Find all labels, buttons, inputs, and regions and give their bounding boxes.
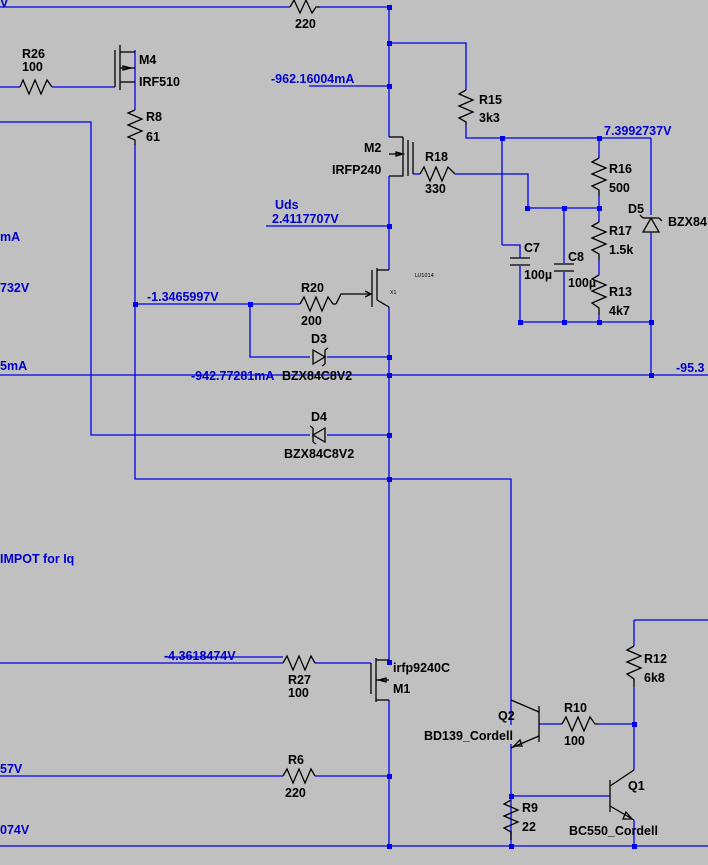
c7-ref: C7: [524, 241, 540, 255]
r26-ref: R26: [22, 47, 45, 61]
capacitor-c7[interactable]: C7 100µ: [510, 241, 552, 282]
ic-x1[interactable]: LU1014 X1: [335, 268, 434, 308]
x1-part: LU1014: [415, 273, 434, 279]
r26-value: 100: [22, 60, 43, 74]
r17-ref: R17: [609, 224, 632, 238]
top-right-voltage-label: 7.3992737V: [604, 124, 672, 138]
r18-value: 330: [425, 182, 446, 196]
resistor-r15[interactable]: R15 3k3: [457, 89, 502, 125]
r16-ref: R16: [609, 162, 632, 176]
r20-value: 200: [301, 314, 322, 328]
r-top-value: 220: [295, 17, 316, 31]
resistor-r17[interactable]: R17 1.5k: [590, 221, 633, 260]
c8-value: 100µ: [568, 276, 596, 290]
r10-value: 100: [564, 734, 585, 748]
zener-d4[interactable]: D4 BZX84C8V2: [284, 410, 354, 461]
transistor-q2[interactable]: Q2 BD139_Cordell: [424, 699, 540, 749]
d3-current-label: -942.77281mA: [191, 369, 274, 383]
transistor-q1[interactable]: Q1 BC550_Cordell: [569, 769, 658, 838]
edge-left-label-3: 5mA: [0, 359, 27, 373]
d3-ref: D3: [311, 332, 327, 346]
r10-ref: R10: [564, 701, 587, 715]
resistor-r27[interactable]: R27 100: [282, 654, 316, 700]
m4-ref: M4: [139, 53, 156, 67]
d5-ref: D5: [628, 202, 644, 216]
r13-ref: R13: [609, 285, 632, 299]
resistor-r6[interactable]: R6 220: [282, 753, 316, 800]
r12-ref: R12: [644, 652, 667, 666]
zener-d5[interactable]: D5 BZX84: [628, 202, 707, 233]
m1-ref: M1: [393, 682, 410, 696]
m2-ref: M2: [364, 141, 381, 155]
mosfet-m2[interactable]: M2 IRFP240: [332, 136, 414, 177]
r27-ref: R27: [288, 673, 311, 687]
junction-dots: [133, 5, 654, 849]
mosfet-m4[interactable]: M4 IRF510: [114, 45, 180, 90]
r27-value: 100: [288, 686, 309, 700]
q2-ref: Q2: [498, 709, 515, 723]
q1-ref: Q1: [628, 779, 645, 793]
d3-model: BZX84C8V2: [282, 369, 352, 383]
r6-value: 220: [285, 786, 306, 800]
d4-model: BZX84C8V2: [284, 447, 354, 461]
r15-ref: R15: [479, 93, 502, 107]
uds-label: Uds: [275, 198, 299, 212]
resistor-r13[interactable]: R13 4k7: [590, 274, 632, 318]
resistor-r12[interactable]: R12 6k8: [625, 645, 667, 687]
zener-d3[interactable]: D3 BZX84C8V2: [282, 332, 352, 383]
resistor-r-top[interactable]: 220: [289, 0, 320, 31]
r15-value: 3k3: [479, 111, 500, 125]
edge-left-label-5: 074V: [0, 823, 30, 837]
r17-value: 1.5k: [609, 243, 633, 257]
capacitor-c8[interactable]: C8 100µ: [554, 250, 596, 290]
c8-ref: C8: [568, 250, 584, 264]
net-labels: V -962.16004mA 7.3992737V Uds 2.4117707V…: [0, 0, 705, 837]
right-edge-voltage-label: -95.3: [676, 361, 705, 375]
resistor-r26[interactable]: R26 100: [19, 47, 53, 96]
wires: [0, 6, 708, 847]
c7-value: 100µ: [524, 268, 552, 282]
edge-left-label-1: mA: [0, 230, 20, 244]
q2-model: BD139_Cordell: [424, 729, 513, 743]
edge-top-left-label: V: [0, 0, 9, 10]
resistor-r20[interactable]: R20 200: [299, 281, 336, 328]
edge-left-label-4: 57V: [0, 762, 23, 776]
r9-ref: R9: [522, 801, 538, 815]
r16-value: 500: [609, 181, 630, 195]
resistor-r18[interactable]: R18 330: [419, 150, 456, 196]
m2-current-label: -962.16004mA: [271, 72, 354, 86]
r9-value: 22: [522, 820, 536, 834]
m1-gate-voltage-label: -4.3618474V: [164, 649, 236, 663]
r8-ref: R8: [146, 110, 162, 124]
uds-value-label: 2.4117707V: [272, 212, 339, 226]
d5-model: BZX84: [668, 215, 707, 229]
m4-model: IRF510: [139, 75, 180, 89]
resistor-r8[interactable]: R8 61: [126, 109, 162, 145]
r20-node-voltage-label: -1.3465997V: [147, 290, 219, 304]
r12-value: 6k8: [644, 671, 665, 685]
x1-ref: X1: [390, 290, 397, 296]
mosfet-m1[interactable]: irfp9240C M1: [370, 658, 450, 702]
r18-ref: R18: [425, 150, 448, 164]
r13-value: 4k7: [609, 304, 630, 318]
q1-model: BC550_Cordell: [569, 824, 658, 838]
d4-ref: D4: [311, 410, 327, 424]
r20-ref: R20: [301, 281, 324, 295]
m2-model: IRFP240: [332, 163, 381, 177]
resistor-r16[interactable]: R16 500: [590, 157, 632, 196]
edge-left-label-2: 732V: [0, 281, 30, 295]
resistor-r9[interactable]: R9 22: [502, 799, 538, 840]
r8-value: 61: [146, 130, 160, 144]
r6-ref: R6: [288, 753, 304, 767]
resistor-r10[interactable]: R10 100: [561, 701, 599, 748]
m1-model: irfp9240C: [393, 661, 450, 675]
iq-note-label: IMPOT for Iq: [0, 552, 74, 566]
